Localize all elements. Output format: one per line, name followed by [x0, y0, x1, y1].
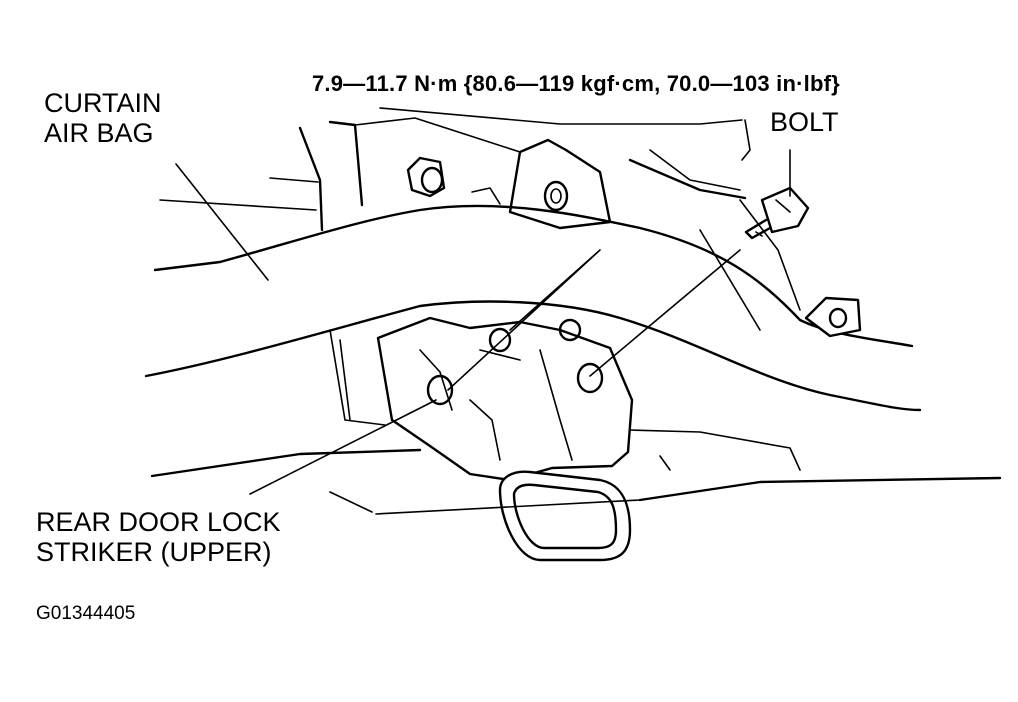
- upper-bracket: [508, 138, 612, 230]
- striker-plate: [376, 316, 634, 482]
- torque-spec-label: 7.9—11.7 N·m {80.6—119 kgf·cm, 70.0—103 …: [312, 71, 840, 96]
- figure-id: G01344405: [36, 603, 136, 624]
- clip: [406, 156, 501, 205]
- body-panel: [159, 117, 801, 426]
- bolt-label: BOLT: [770, 107, 839, 137]
- striker-label-line1: REAR DOOR LOCK: [36, 507, 281, 537]
- rear-bracket: [804, 296, 862, 338]
- striker-label-line2: STRIKER (UPPER): [36, 537, 272, 568]
- curtain-label-line1: CURTAIN: [44, 88, 162, 118]
- striker-label: REAR DOOR LOCK STRIKER (UPPER): [36, 507, 281, 567]
- bolt-part: [744, 186, 810, 240]
- leader-lines: [175, 107, 791, 515]
- curtain-air-bag-label: CURTAIN AIR BAG: [44, 88, 162, 148]
- striker-loop: [498, 470, 632, 562]
- curtain-label-line2: AIR BAG: [44, 118, 154, 149]
- curtain-air-bag-shape: [144, 204, 922, 412]
- lower-panel: [150, 429, 1002, 513]
